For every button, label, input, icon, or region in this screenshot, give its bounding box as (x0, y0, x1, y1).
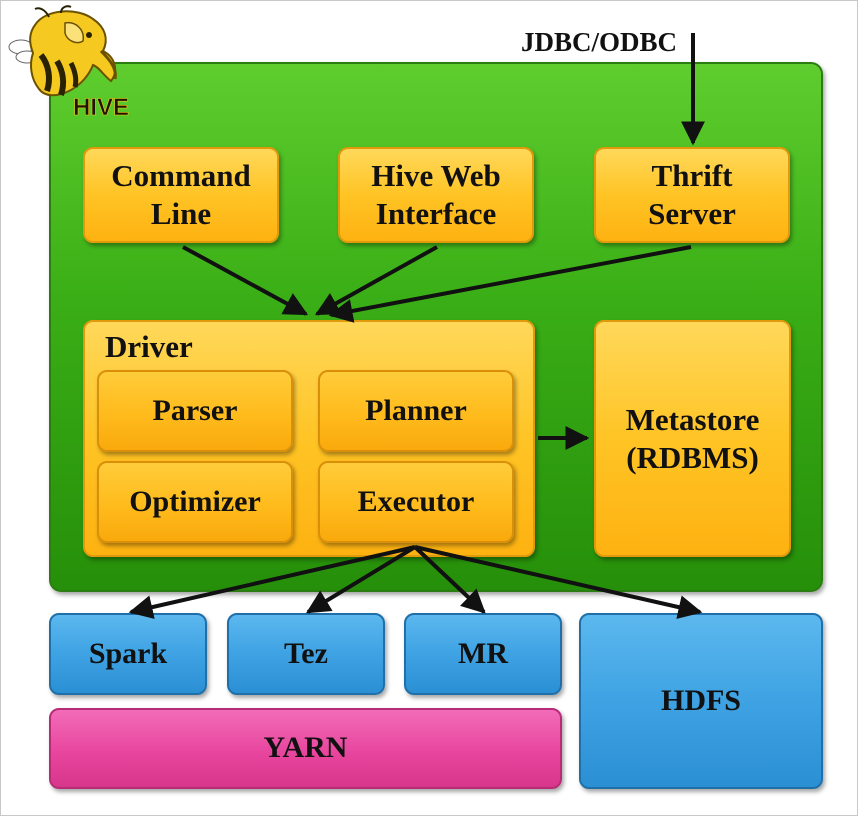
metastore-box: Metastore (RDBMS) (594, 320, 791, 557)
hdfs-box: HDFS (579, 613, 823, 789)
yarn-box: YARN (49, 708, 562, 789)
parser-box: Parser (97, 370, 293, 452)
metastore-label-2: (RDBMS) (626, 439, 759, 475)
mr-box: MR (404, 613, 562, 695)
thrift-server-label-1: Thrift (651, 158, 733, 194)
command-line-label-1: Command (111, 158, 251, 194)
thrift-server-label-2: Server (648, 196, 736, 231)
web-interface-box: Hive Web Interface (338, 147, 534, 243)
jdbc-odbc-label: JDBC/ODBC (521, 27, 678, 57)
parser-label: Parser (152, 393, 238, 427)
metastore-label-1: Metastore (625, 401, 760, 437)
tez-label: Tez (284, 636, 328, 670)
planner-box: Planner (318, 370, 514, 452)
planner-label: Planner (365, 393, 467, 427)
hdfs-label: HDFS (660, 683, 741, 717)
driver-label: Driver (105, 329, 193, 364)
hive-logo-text: HIVE (73, 94, 129, 117)
command-line-box: Command Line (83, 147, 279, 243)
command-line-label-2: Line (150, 196, 212, 231)
web-interface-label-2: Interface (375, 196, 497, 231)
yarn-label: YARN (263, 731, 348, 765)
spark-label: Spark (88, 636, 168, 670)
thrift-server-box: Thrift Server (594, 147, 790, 243)
spark-box: Spark (49, 613, 207, 695)
executor-box: Executor (318, 461, 514, 543)
optimizer-box: Optimizer (97, 461, 293, 543)
optimizer-label: Optimizer (129, 484, 261, 518)
tez-box: Tez (227, 613, 385, 695)
executor-label: Executor (357, 484, 475, 518)
web-interface-label-1: Hive Web (371, 158, 501, 194)
hive-logo-icon: HIVE (8, 5, 129, 117)
mr-label: MR (458, 636, 508, 670)
